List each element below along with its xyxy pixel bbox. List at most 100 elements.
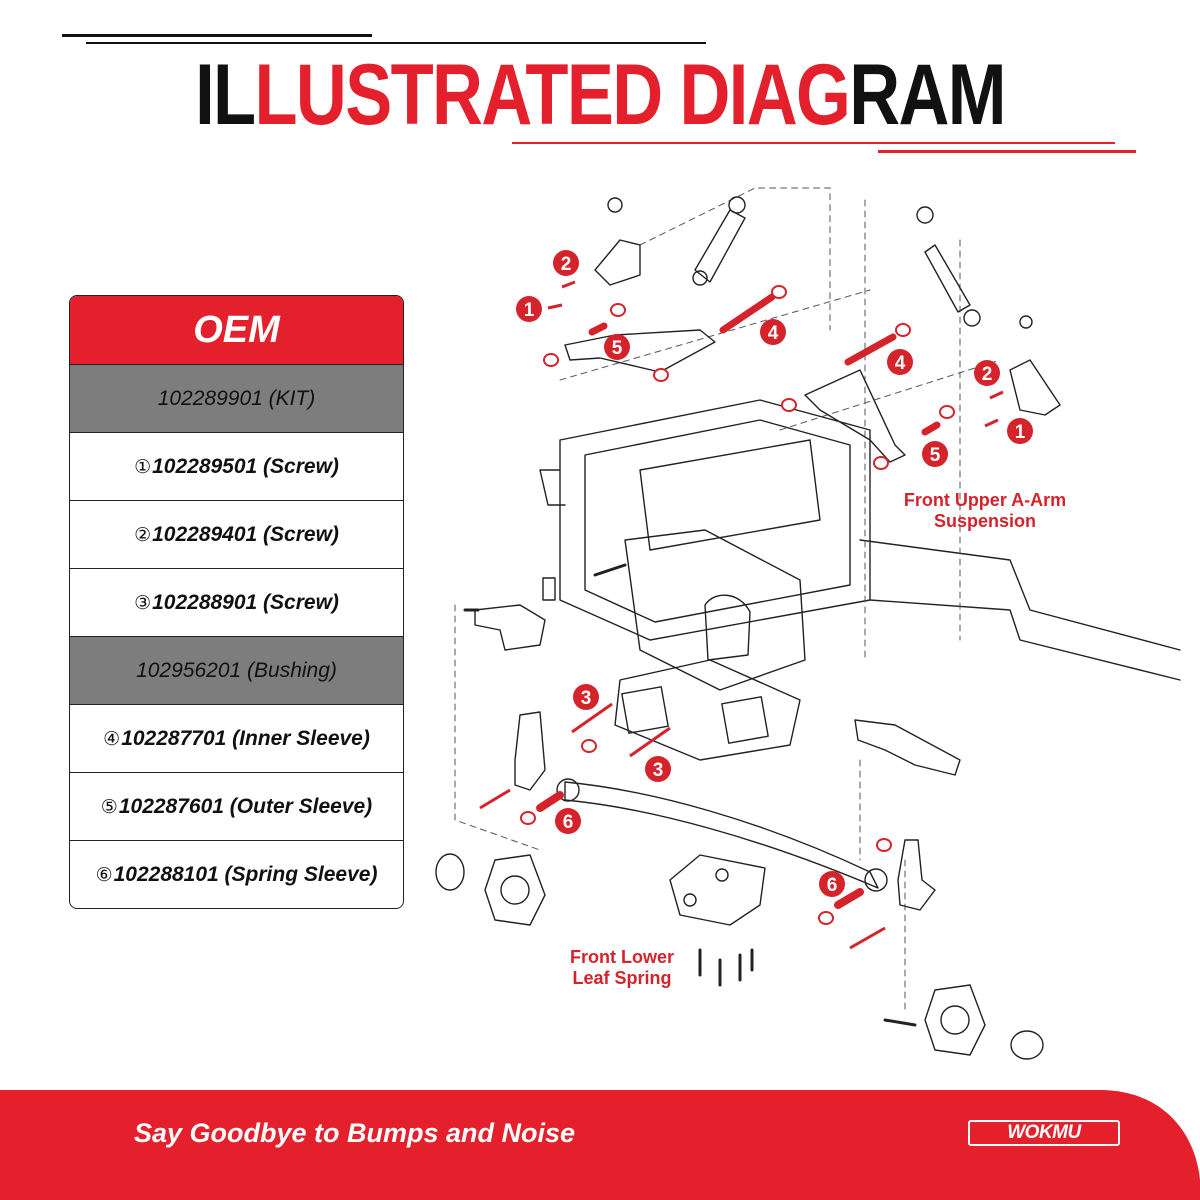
bracket-cutout [704,594,751,661]
bushing [818,911,834,925]
header-rule-top-left [62,34,372,37]
bushing [895,323,911,337]
row-number: ④ [103,727,121,750]
frame-rail-right-2 [869,599,1181,681]
bushing [781,398,797,412]
footer-slogan: Say Goodbye to Bumps and Noise [134,1118,576,1148]
badge-number: 5 [612,338,623,359]
bushing [771,285,787,299]
left-shock-absorber [694,209,746,283]
screw-1-left [547,303,563,310]
badge-number: 6 [563,812,574,833]
badge-number: 6 [827,875,838,896]
row-text: 102289901 (KIT) [157,386,316,410]
outer-sleeve-right [921,421,941,436]
badge-number: 1 [524,300,535,321]
row-number: ③ [134,591,152,614]
header-rule-top [86,42,706,44]
row-text: 102288101 (Spring Sleeve) [113,862,378,886]
header-rule-bottom [512,142,1115,144]
title-part-3: RAM [849,47,1006,143]
leaf-spring [564,781,879,889]
badge-number: 5 [930,445,941,466]
bushing [610,303,626,317]
row-text: 102288901 (Screw) [152,590,339,614]
right-upper-a-arm [804,369,906,463]
row-text: 102289501 (Screw) [152,454,339,478]
mount-bracket [624,529,806,691]
header-rule-bottom-right [878,150,1136,153]
badge-5-left: 5 [604,334,630,360]
bushing [581,739,597,753]
spring-mount-plate [669,854,766,926]
badge-number: 1 [1015,422,1026,443]
screw-3-upper [571,702,613,734]
row-text: 102956201 (Bushing) [136,658,337,682]
table-row-bushing: 102956201 (Bushing) [70,636,403,704]
screw-left-lower [479,788,511,810]
bushing [543,353,559,367]
badge-number: 2 [561,254,572,275]
badge-4-left: 4 [760,319,786,345]
left-kingpin [514,711,546,791]
row-text: 102287601 (Outer Sleeve) [118,794,373,818]
badge-number: 4 [895,353,906,374]
screw-3-lower [629,726,671,758]
inner-sleeve-left [719,293,776,334]
screw-2-left [561,280,576,289]
row-text: 102287701 (Inner Sleeve) [121,726,370,750]
page-title: ILLUSTRATED DIAGRAM [108,50,1092,140]
lower-label-line-2: Leaf Spring [572,968,672,988]
oem-table-heading: OEM [70,296,403,364]
upper-label-line-1: Front Upper A-Arm [903,490,1067,510]
footer-banner [0,1090,1200,1200]
badge-number: 2 [982,364,993,385]
row-number: ② [134,523,152,546]
frame-outline [559,399,871,641]
frame-rail [539,469,566,506]
right-wheel-hub [924,984,986,1056]
left-upper-a-arm [564,329,716,373]
badge-6-left: 6 [555,808,581,834]
screw-right-lower [849,926,886,950]
badge-number: 4 [768,323,779,344]
badge-2-left: 2 [553,250,579,276]
row-text: 102289401 (Screw) [152,522,339,546]
badge-3-upper: 3 [573,684,599,710]
screw-2-right [989,390,1004,400]
bracket-block-2 [721,696,769,744]
row-number: ① [134,455,152,478]
lower-label-line-1: Front Lower [570,947,674,967]
upper-a-arm-label: Front Upper A-Arm Suspension [890,490,1080,532]
badge-1-right: 1 [1007,418,1033,444]
badge-number: 3 [653,760,664,781]
badge-number: 3 [581,688,592,709]
lower-leaf-spring-label: Front Lower Leaf Spring [552,947,692,989]
right-shock-absorber [924,244,971,313]
left-spindle [474,604,546,651]
bushing [876,838,892,852]
right-upper-bracket [1009,359,1061,416]
brand-logo: WOKMU [968,1120,1120,1146]
title-part-2: LUSTRATED DIAG [254,47,850,143]
spring-sleeve-left [536,791,564,812]
table-row-kit: 102289901 (KIT) [70,364,403,432]
callout-badges: 1 2 5 4 4 2 1 5 3 3 6 6 [516,250,1033,897]
spring-sleeve-right [834,888,864,909]
badge-2-right: 2 [974,360,1000,386]
bracket-lower [614,659,801,761]
inner-sleeve-right [844,333,897,366]
outer-sleeve-left [588,322,608,336]
left-upper-bracket [594,239,641,286]
badge-3-lower: 3 [645,756,671,782]
badge-5-right: 5 [922,441,948,467]
frame-crossbar [639,439,821,551]
right-spindle [854,719,961,776]
bushing [873,456,889,470]
